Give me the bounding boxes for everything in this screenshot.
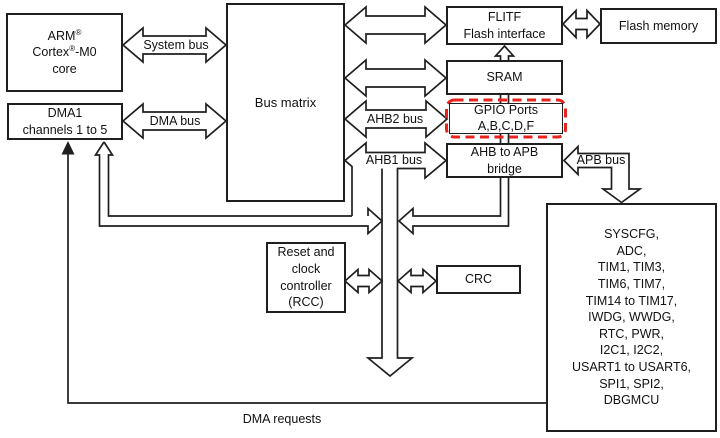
flitf-line2: Flash interface bbox=[463, 26, 546, 41]
peripherals-line: TIM6, TIM7, bbox=[597, 277, 666, 292]
gpio-line2: A,B,C,D,F bbox=[477, 118, 535, 133]
dma-requests-line bbox=[61, 141, 546, 404]
apb-bus-label: APB bus bbox=[576, 153, 626, 167]
crc-box: CRC bbox=[436, 265, 521, 294]
bridge-line2: bridge bbox=[487, 161, 522, 176]
arm-core-line3: core bbox=[52, 61, 77, 76]
flitf-line1: FLITF bbox=[487, 10, 522, 24]
bridge-elbow-connector bbox=[397, 176, 510, 236]
peripherals-line: TIM1, TIM3, bbox=[597, 260, 666, 275]
arm-core-line1: ARM® bbox=[47, 27, 82, 43]
gpio-ports-box: GPIO Ports A,B,C,D,F bbox=[449, 103, 563, 134]
bus-matrix-box: Bus matrix bbox=[226, 3, 345, 202]
system-bus-label: System bus bbox=[143, 38, 209, 52]
peripherals-line: I2C1, I2C2, bbox=[599, 343, 664, 358]
rcc-line4: (RCC) bbox=[288, 295, 324, 310]
peripherals-line: DBGMCU bbox=[603, 393, 660, 408]
rcc-line2: clock bbox=[291, 261, 321, 276]
peripherals-line: SYSCFG, bbox=[604, 227, 659, 242]
sram-label: SRAM bbox=[486, 70, 523, 85]
flash-interface-arrow bbox=[343, 5, 448, 45]
flash-memory-box: Flash memory bbox=[600, 8, 717, 44]
ahb-apb-bridge-box: AHB to APB bridge bbox=[446, 143, 563, 178]
flitf-box: FLITF Flash interface bbox=[446, 6, 563, 45]
crc-arrow bbox=[396, 267, 438, 295]
flash-memory-label: Flash memory bbox=[618, 18, 699, 33]
arm-core-box: ARM® Cortex®-M0 core bbox=[6, 13, 123, 92]
peripherals-line: SPI1, SPI2, bbox=[599, 376, 664, 391]
rcc-arrow bbox=[343, 267, 384, 295]
rcc-box: Reset and clock controller (RCC) bbox=[266, 242, 346, 313]
peripherals-line: ADC, bbox=[616, 243, 647, 258]
bridge-line1: AHB to APB bbox=[470, 145, 539, 159]
gpio-line1: GPIO Ports bbox=[474, 103, 538, 118]
peripherals-box: SYSCFG, ADC, TIM1, TIM3, TIM6, TIM7, TIM… bbox=[546, 203, 717, 432]
dma1-line1: DMA1 bbox=[47, 106, 83, 120]
ahb1-bus-label: AHB1 bus bbox=[365, 153, 423, 167]
peripherals-line: RTC, PWR, bbox=[598, 326, 665, 341]
crc-label: CRC bbox=[464, 272, 493, 287]
rcc-line3: controller bbox=[280, 278, 332, 293]
ahb2-bus-arrow bbox=[343, 99, 449, 139]
peripherals-line: USART1 to USART6, bbox=[571, 359, 692, 374]
flash-memory-arrow bbox=[561, 8, 602, 40]
rcc-line1: Reset and bbox=[277, 245, 335, 260]
gpio-highlight-frame bbox=[445, 98, 567, 139]
dma-bus-label: DMA bus bbox=[149, 114, 201, 128]
ahb1-spine-connector bbox=[344, 141, 448, 378]
ahb2-bus-label: AHB2 bus bbox=[366, 112, 424, 126]
arm-core-line2: Cortex®-M0 bbox=[32, 44, 97, 60]
apb-bus-elbow-arrow bbox=[562, 144, 643, 204]
sram-box: SRAM bbox=[446, 60, 563, 95]
dma-requests-label: DMA requests bbox=[242, 412, 322, 426]
dma1-box: DMA1 channels 1 to 5 bbox=[7, 103, 123, 140]
peripherals-line: IWDG, WWDG, bbox=[588, 310, 675, 325]
bus-matrix-label: Bus matrix bbox=[254, 94, 317, 110]
sram-arrow bbox=[343, 58, 448, 98]
dma-elbow-connector bbox=[93, 141, 384, 236]
peripherals-line: TIM14 to TIM17, bbox=[585, 293, 678, 308]
dma1-line2: channels 1 to 5 bbox=[22, 122, 108, 137]
